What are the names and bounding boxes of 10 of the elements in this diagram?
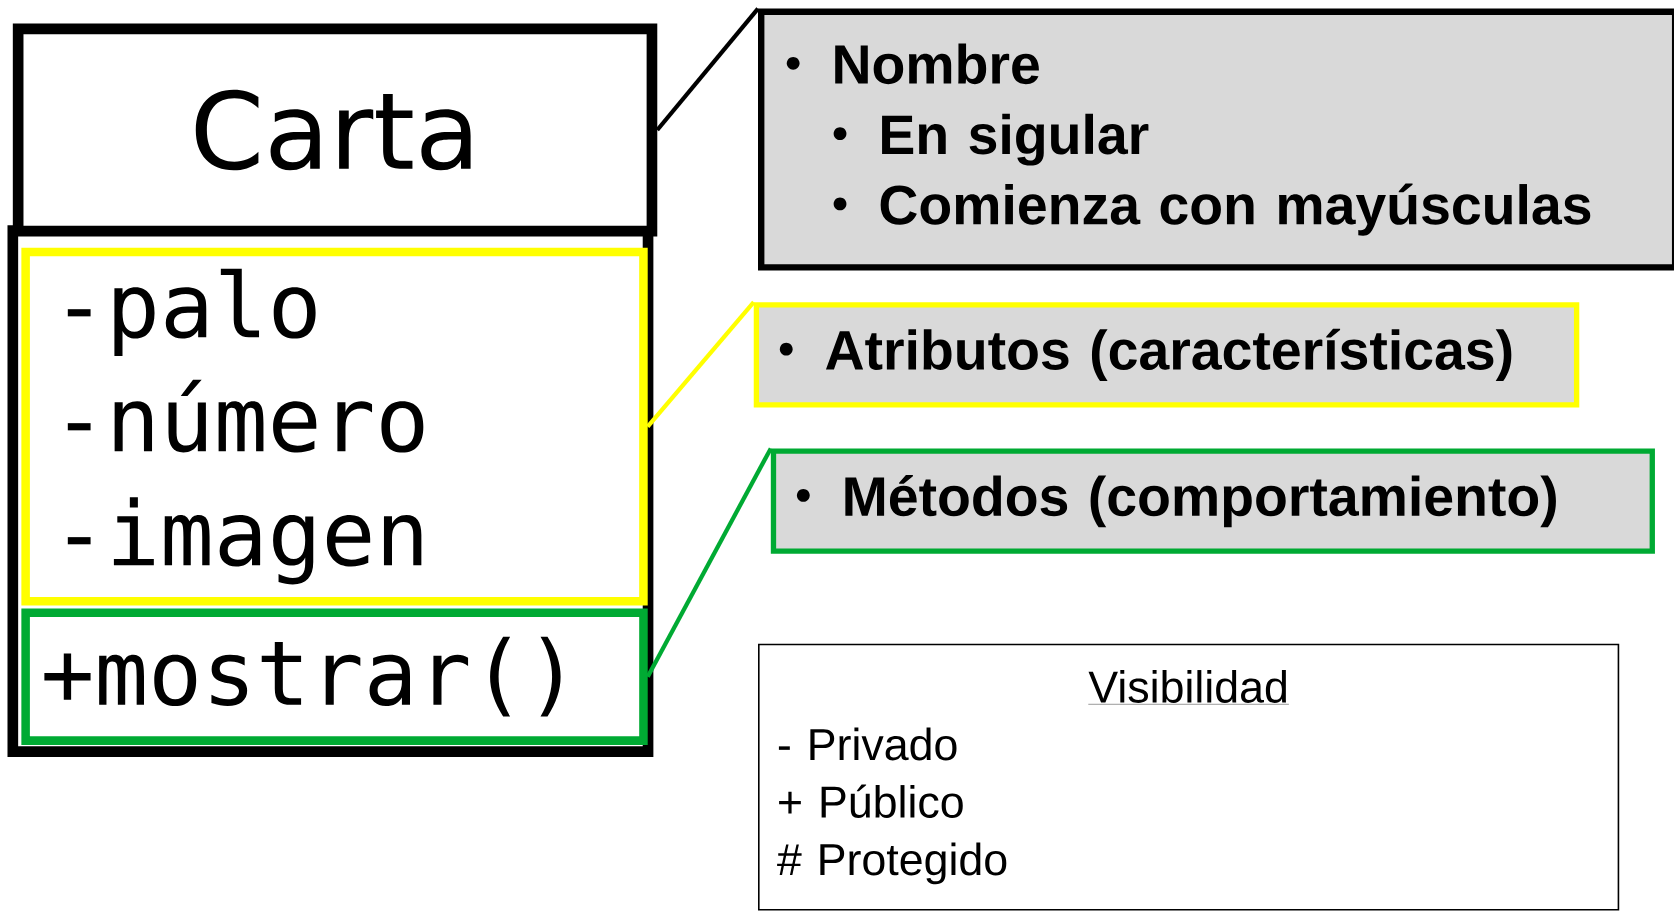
callout-box: Métodos (comportamiento): [770, 448, 1655, 554]
leader-line: [655, 7, 760, 132]
leader-line: [645, 447, 773, 678]
leader-line: [646, 300, 756, 429]
callout-box: Atributos (características): [753, 302, 1580, 408]
methods-box: +mostrar(): [21, 608, 648, 745]
class-name-box: Carta: [12, 23, 658, 237]
callout-box: Nombre En sigular Comienza con mayúsculas: [758, 8, 1674, 271]
attributes-box: -palo -número -imagen: [21, 247, 648, 606]
legend-box: Visibilidad - Privado + Público # Protegido: [758, 643, 1620, 911]
